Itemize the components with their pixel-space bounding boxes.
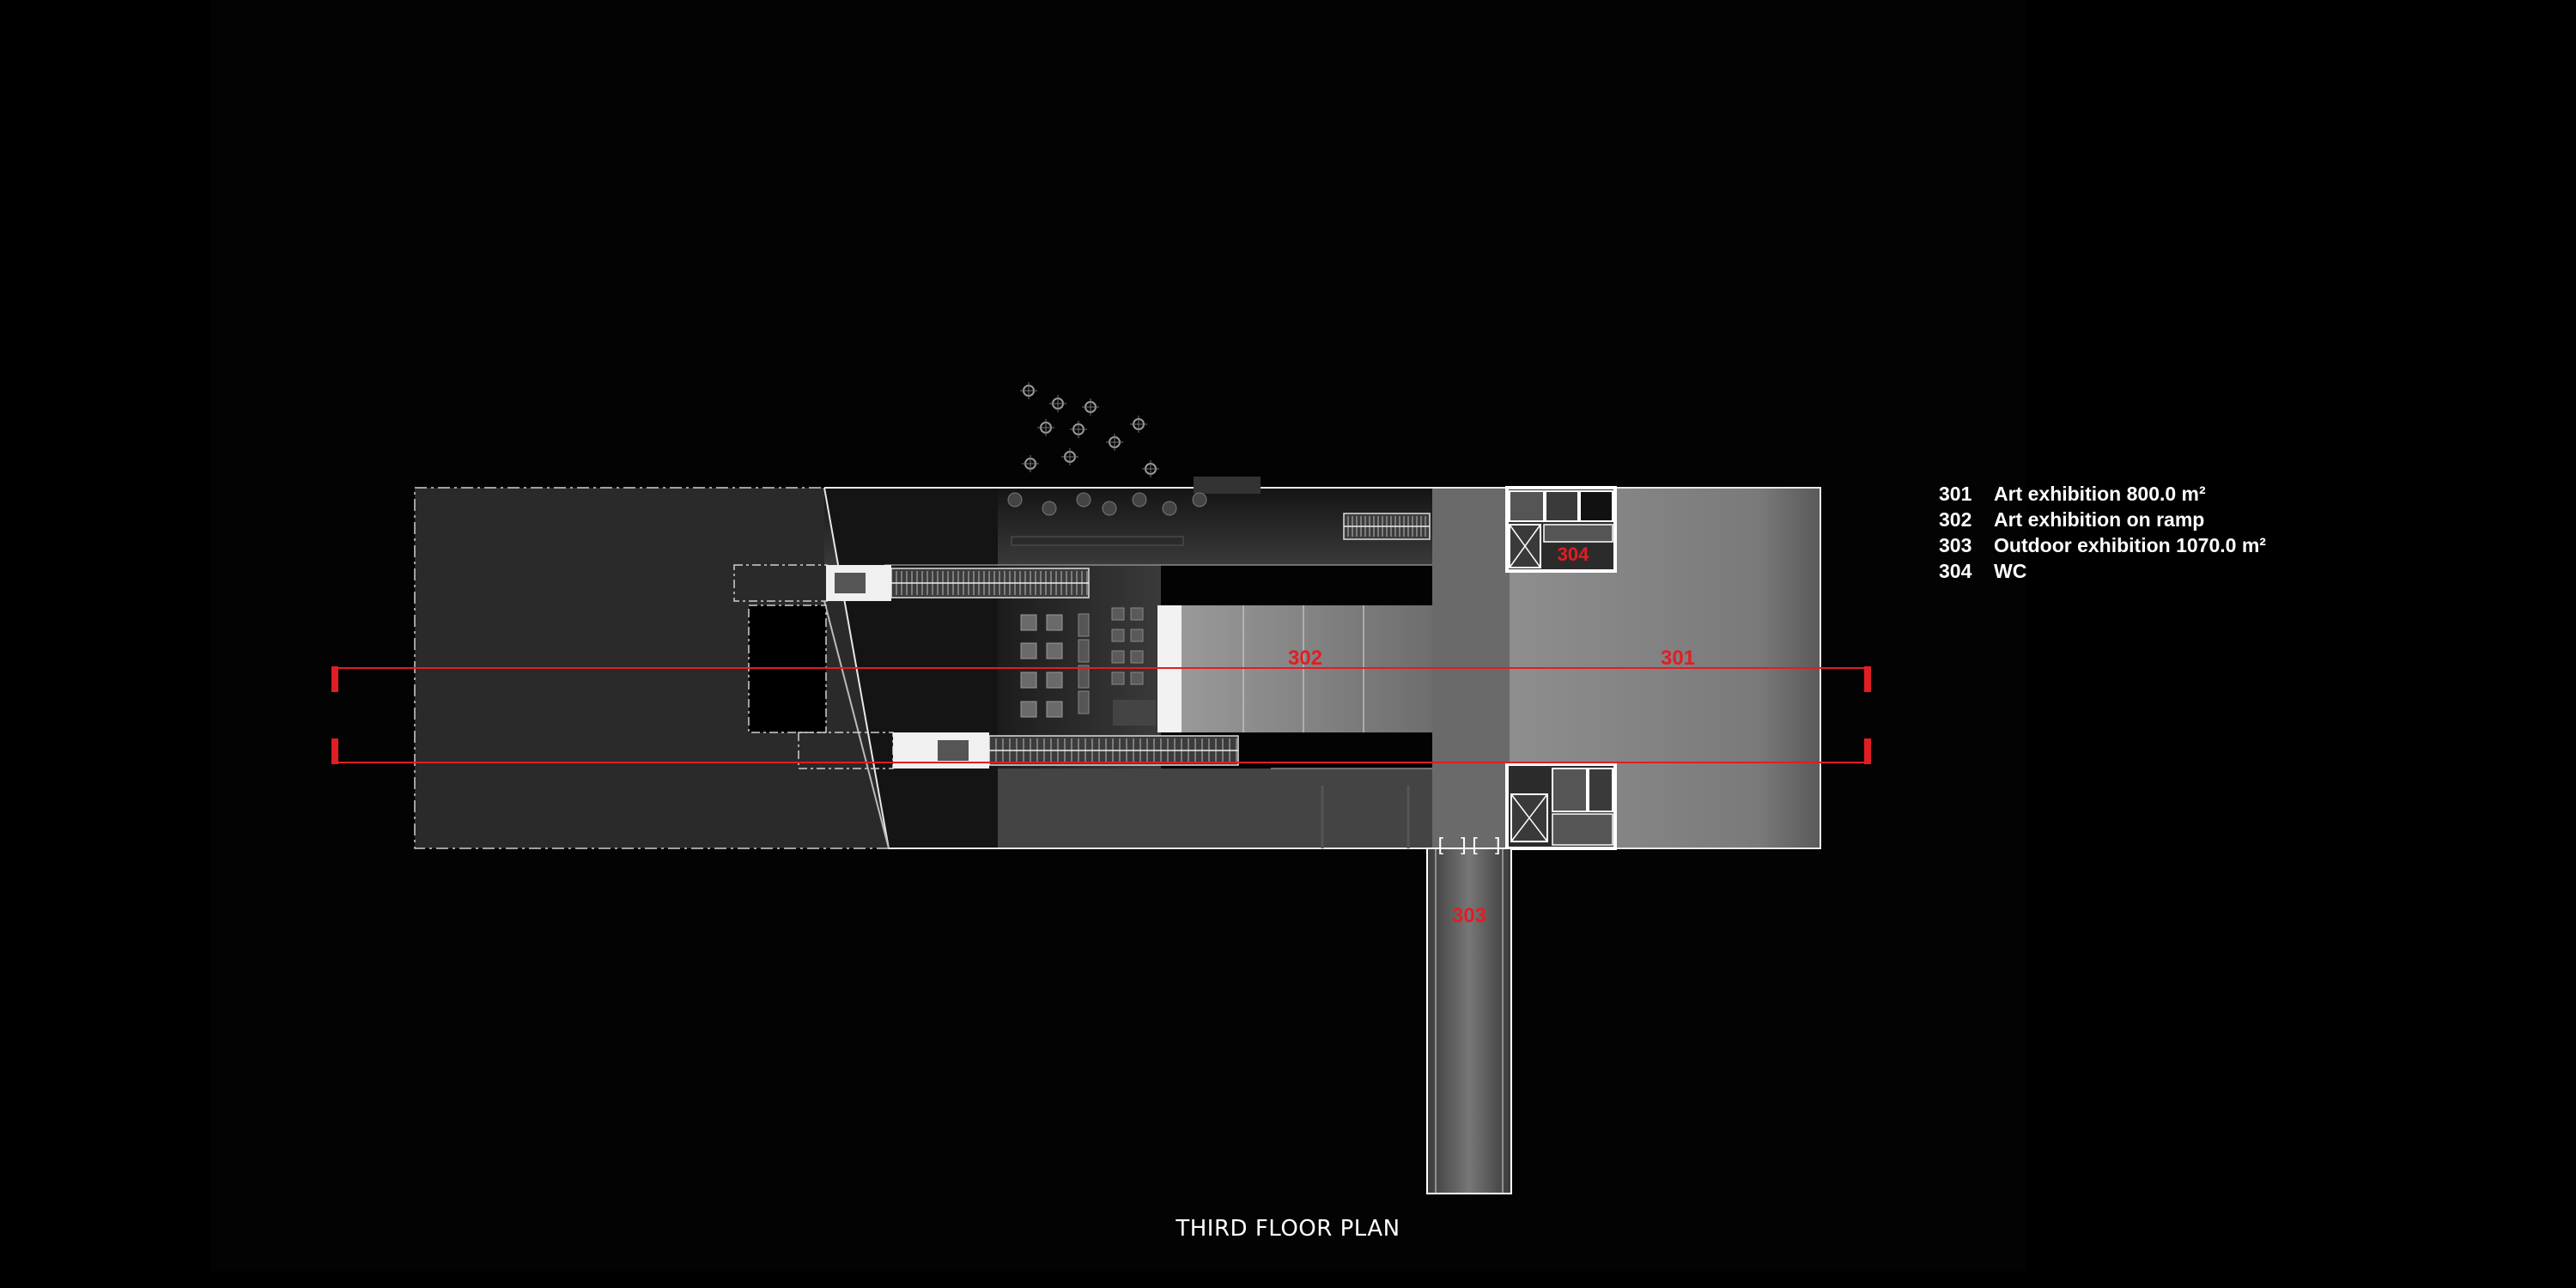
cafe-table	[1046, 671, 1063, 689]
cafe-bench	[1078, 639, 1090, 663]
cafe-table-small	[1111, 629, 1125, 642]
kiosk-block	[1113, 700, 1156, 726]
legend-row: 301 Art exhibition 800.0 m²	[1939, 481, 2266, 507]
north-table	[1042, 501, 1057, 516]
cafe-table	[1020, 701, 1037, 718]
wc-core-south	[1505, 762, 1617, 850]
wc-stair-south	[1552, 768, 1588, 812]
room-label-301: 301	[1661, 647, 1695, 670]
legend-code: 303	[1939, 534, 1972, 556]
section-tick-upper-right	[1864, 666, 1871, 692]
escalator-north	[1343, 513, 1431, 540]
cafe-bench	[1078, 690, 1090, 714]
wc-shaft-north	[1579, 490, 1613, 522]
cafe-table-small	[1130, 650, 1144, 664]
wc-cubicles-south	[1588, 768, 1613, 812]
cafe-furniture	[1020, 607, 1144, 718]
north-table	[1192, 492, 1207, 507]
legend-label: Art exhibition on ramp	[1994, 508, 2205, 531]
north-wing-tables	[1007, 492, 1207, 516]
cafe-table	[1046, 642, 1063, 659]
section-cut-markers	[331, 666, 1871, 764]
wedge-wall	[823, 600, 890, 849]
north-table	[1162, 501, 1177, 516]
wc-lift-south-x2	[1510, 793, 1548, 842]
legend-label: Art exhibition 800.0 m²	[1994, 483, 2206, 505]
legend-row: 302 Art exhibition on ramp	[1939, 507, 2266, 532]
room-303-bridge	[1426, 848, 1512, 1194]
cafe-table-small	[1130, 629, 1144, 642]
legend-code: 304	[1939, 560, 1972, 582]
cafe-table-small	[1111, 650, 1125, 664]
north-table	[1007, 492, 1023, 507]
legend-code: 301	[1939, 483, 1972, 505]
south-wing-floor	[998, 769, 1434, 848]
cafe-table	[1046, 701, 1063, 718]
north-table	[1102, 501, 1117, 516]
escalator-upper	[890, 568, 1090, 598]
room-label-304: 304	[1558, 544, 1589, 565]
building-outline	[823, 487, 1821, 849]
drawing-title: THIRD FLOOR PLAN	[1176, 1216, 1400, 1242]
cafe-table	[1020, 671, 1037, 689]
cafe-bench	[1078, 665, 1090, 689]
cafe-table-small	[1111, 671, 1125, 685]
cafe-counter	[1011, 536, 1184, 546]
section-tick-lower-right	[1864, 738, 1871, 764]
escalator-lower	[988, 735, 1239, 766]
legend-label: Outdoor exhibition 1070.0 m²	[1994, 534, 2266, 556]
cafe-table-small	[1130, 607, 1144, 621]
room-label-302: 302	[1288, 647, 1322, 670]
wc-core-north	[1505, 486, 1617, 573]
legend-label: WC	[1994, 560, 2027, 582]
cafe-table-small	[1111, 607, 1125, 621]
outdoor-tree-group	[1020, 382, 1159, 477]
legend-row: 303 Outdoor exhibition 1070.0 m²	[1939, 532, 2266, 558]
lower-escalator-pit	[938, 740, 969, 761]
cafe-table	[1020, 614, 1037, 631]
room-label-303: 303	[1452, 904, 1486, 927]
wc-landing-south	[1552, 813, 1613, 846]
legend-row: 304 WC	[1939, 558, 2266, 584]
north-rooflight	[1194, 477, 1261, 494]
room-legend: 301 Art exhibition 800.0 m² 302 Art exhibi…	[1939, 481, 2266, 584]
cafe-table	[1046, 614, 1063, 631]
wc-cubicles-north	[1545, 490, 1579, 522]
wc-basins-north	[1543, 524, 1613, 543]
north-table	[1076, 492, 1091, 507]
cafe-bench	[1078, 613, 1090, 637]
section-tick-lower-left	[331, 738, 338, 764]
section-tick-upper-left	[331, 666, 338, 692]
wc-stair-north	[1509, 490, 1545, 522]
cafe-table-small	[1130, 671, 1144, 685]
bridge-door-symbol: [ ][ ]	[1435, 835, 1503, 857]
wc-lift-north-x2	[1509, 524, 1541, 568]
north-table	[1132, 492, 1147, 507]
upper-escalator-pit	[835, 573, 866, 593]
legend-code: 302	[1939, 508, 1972, 531]
cafe-table	[1020, 642, 1037, 659]
